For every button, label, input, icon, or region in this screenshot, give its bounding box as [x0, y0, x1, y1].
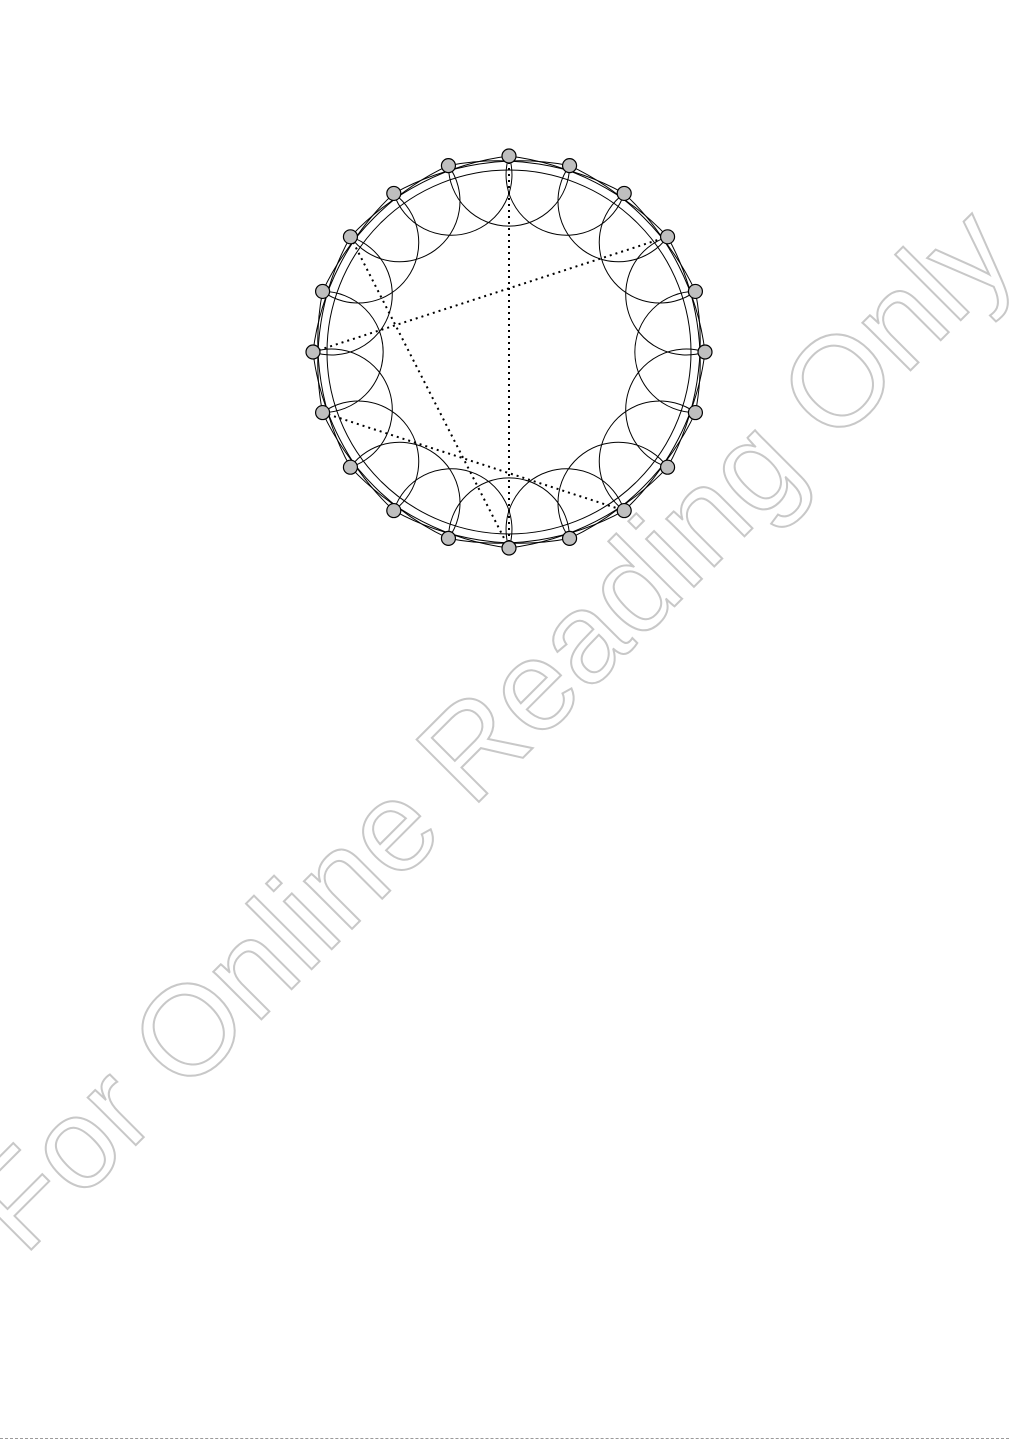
nodes	[306, 149, 712, 555]
node	[617, 186, 631, 200]
node	[316, 284, 330, 298]
arc-edge	[570, 413, 696, 539]
arc-edge	[570, 166, 696, 292]
arc-edge	[394, 511, 570, 544]
node	[563, 159, 577, 173]
node	[688, 406, 702, 420]
arc-edge	[394, 161, 570, 194]
arc-edge	[668, 291, 701, 467]
node	[343, 230, 357, 244]
node	[502, 541, 516, 555]
node	[306, 345, 320, 359]
node	[387, 186, 401, 200]
node	[441, 531, 455, 545]
arc-edges	[313, 156, 705, 548]
dotted-chord	[313, 237, 668, 352]
node	[661, 230, 675, 244]
node	[688, 284, 702, 298]
inner-ring	[327, 170, 691, 534]
page-bottom-edge	[0, 1438, 1009, 1439]
arc-edge	[323, 166, 449, 292]
arc-edge	[318, 237, 351, 413]
arc-edge	[668, 237, 701, 413]
node	[441, 159, 455, 173]
arc-edge	[323, 413, 449, 539]
dotted-chord	[350, 237, 509, 548]
dotted-chords	[313, 156, 668, 548]
node	[698, 345, 712, 359]
node	[563, 531, 577, 545]
arc-edge	[448, 511, 624, 544]
node	[316, 406, 330, 420]
node	[617, 504, 631, 518]
dotted-chord	[323, 413, 625, 511]
node	[387, 504, 401, 518]
arc-edge	[448, 161, 624, 194]
node	[661, 460, 675, 474]
node	[343, 460, 357, 474]
node	[502, 149, 516, 163]
arc-edge	[318, 291, 351, 467]
